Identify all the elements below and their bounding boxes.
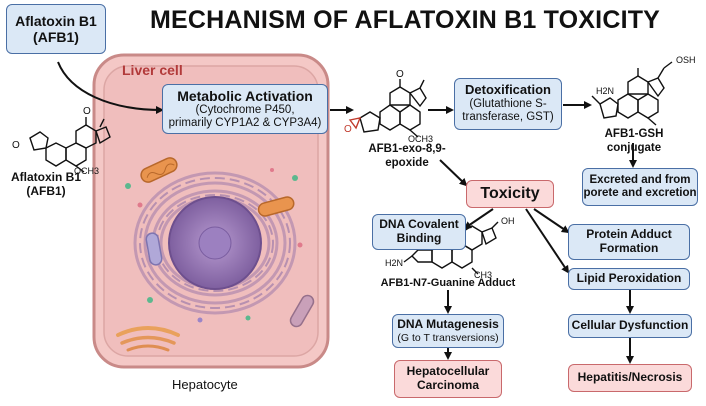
toxicity-label: Toxicity — [480, 184, 540, 202]
golgi-apparatus — [116, 326, 180, 352]
hepatitis-necrosis-label: Hepatitis/Necrosis — [577, 370, 683, 385]
protein-adduct-line1: Protein Adduct — [586, 227, 672, 242]
nucleolus — [198, 226, 232, 260]
protein-adduct-line2: Formation — [599, 241, 659, 255]
afb1-box: Aflatoxin B1 (AFB1) — [6, 4, 106, 54]
chem-label: OH — [501, 216, 515, 226]
excreted-line2: porete and excretion — [583, 187, 697, 199]
detoxification-title: Detoxification — [465, 82, 551, 98]
lipid-peroxidation-label: Lipid Peroxidation — [576, 271, 682, 286]
arrow-toxicity-to-protein — [533, 208, 570, 234]
mitochondrion — [145, 232, 163, 266]
afb1-structure-label: Aflatoxin B1 (AFB1) — [6, 170, 86, 199]
mitochondrion — [289, 294, 315, 328]
carcinoma-line2: Carcinoma — [416, 378, 480, 392]
hepatocellular-carcinoma-box: Hepatocellular Carcinoma — [394, 360, 502, 398]
lipid-peroxidation-box: Lipid Peroxidation — [568, 268, 690, 290]
gsh-conjugate-label: AFB1-GSH conjugate — [604, 128, 664, 154]
afb1-structure-label-line1: Aflatoxin B1 — [10, 170, 81, 184]
chem-label: O — [396, 69, 404, 80]
detoxification-box: Detoxification (Glutathione S- transfera… — [454, 78, 562, 130]
cellular-dysfunction-label: Cellular Dysfunction — [571, 318, 689, 333]
metabolic-activation-title: Metabolic Activation — [177, 87, 313, 104]
arrow-toxicity-to-lipid — [525, 208, 570, 274]
mitochondrion — [257, 196, 295, 217]
vesicles — [125, 168, 303, 323]
dna-mutagenesis-title: DNA Mutagenesis — [397, 317, 499, 332]
dna-mutagenesis-sub: (G to T transversions) — [397, 331, 499, 344]
afb1-structure-label-line2: (AFB1) — [26, 184, 66, 199]
metabolic-activation-line1: (Cytochrome P450, — [195, 103, 295, 116]
chem-label: H2N — [596, 86, 615, 96]
epoxide-structure — [348, 79, 427, 138]
epoxide-label: AFB1-exo-8,9-epoxide — [368, 143, 446, 169]
guanine-adduct-structure — [403, 221, 499, 275]
detoxification-line2: transferase, GST) — [462, 111, 554, 124]
flow-arrows — [57, 61, 637, 364]
metabolic-activation-line2: primarily CYP1A2 & CYP3A4) — [168, 117, 322, 130]
cellular-dysfunction-box: Cellular Dysfunction — [568, 314, 692, 338]
page-title: MECHANISM OF AFLATOXIN B1 TOXICITY — [150, 6, 661, 34]
hepatitis-necrosis-box: Hepatitis/Necrosis — [568, 364, 692, 392]
dna-binding-line1: DNA Covalent — [379, 217, 459, 232]
chem-label: OCH3 — [408, 134, 434, 144]
mitochondrion — [140, 157, 178, 183]
chem-label: OSH — [676, 55, 696, 65]
chem-label: H2N — [385, 258, 404, 268]
hepatocyte-label: Hepatocyte — [172, 377, 238, 392]
chem-label: O — [83, 106, 91, 117]
arrow-toxicity-to-dna — [463, 208, 494, 230]
carcinoma-line1: Hepatocellular — [406, 364, 490, 379]
aflatoxin-b1-structure — [29, 117, 111, 173]
metabolic-activation-box: Metabolic Activation (Cytochrome P450, p… — [162, 84, 328, 134]
liver-cell-label: Liver cell — [122, 62, 183, 78]
dna-binding-line2: Binding — [396, 231, 442, 245]
guanine-adduct-label: AFB1-N7-Guanine Adduct — [380, 277, 516, 289]
protein-adduct-box: Protein Adduct Formation — [568, 224, 690, 260]
gsh-conjugate-structure — [591, 61, 673, 126]
arrow-afb1-to-activation — [57, 61, 164, 114]
chem-label: O — [344, 124, 352, 135]
chem-label: O — [12, 140, 20, 151]
afb1-box-line1: Aflatoxin B1 — [15, 12, 97, 29]
excreted-line1: Excreted and from — [589, 173, 691, 186]
chem-label: OCH3 — [74, 166, 100, 176]
arrow-epoxide-to-toxicity — [439, 159, 468, 187]
detoxification-line1: (Glutathione S- — [469, 98, 547, 111]
excreted-box: Excreted and from porete and excretion — [582, 168, 698, 206]
afb1-box-line2: (AFB1) — [33, 29, 79, 45]
chem-label: CH3 — [474, 270, 493, 280]
dna-binding-box: DNA Covalent Binding — [372, 214, 466, 250]
toxicity-box: Toxicity — [466, 180, 554, 208]
dna-mutagenesis-box: DNA Mutagenesis (G to T transversions) — [392, 314, 504, 348]
